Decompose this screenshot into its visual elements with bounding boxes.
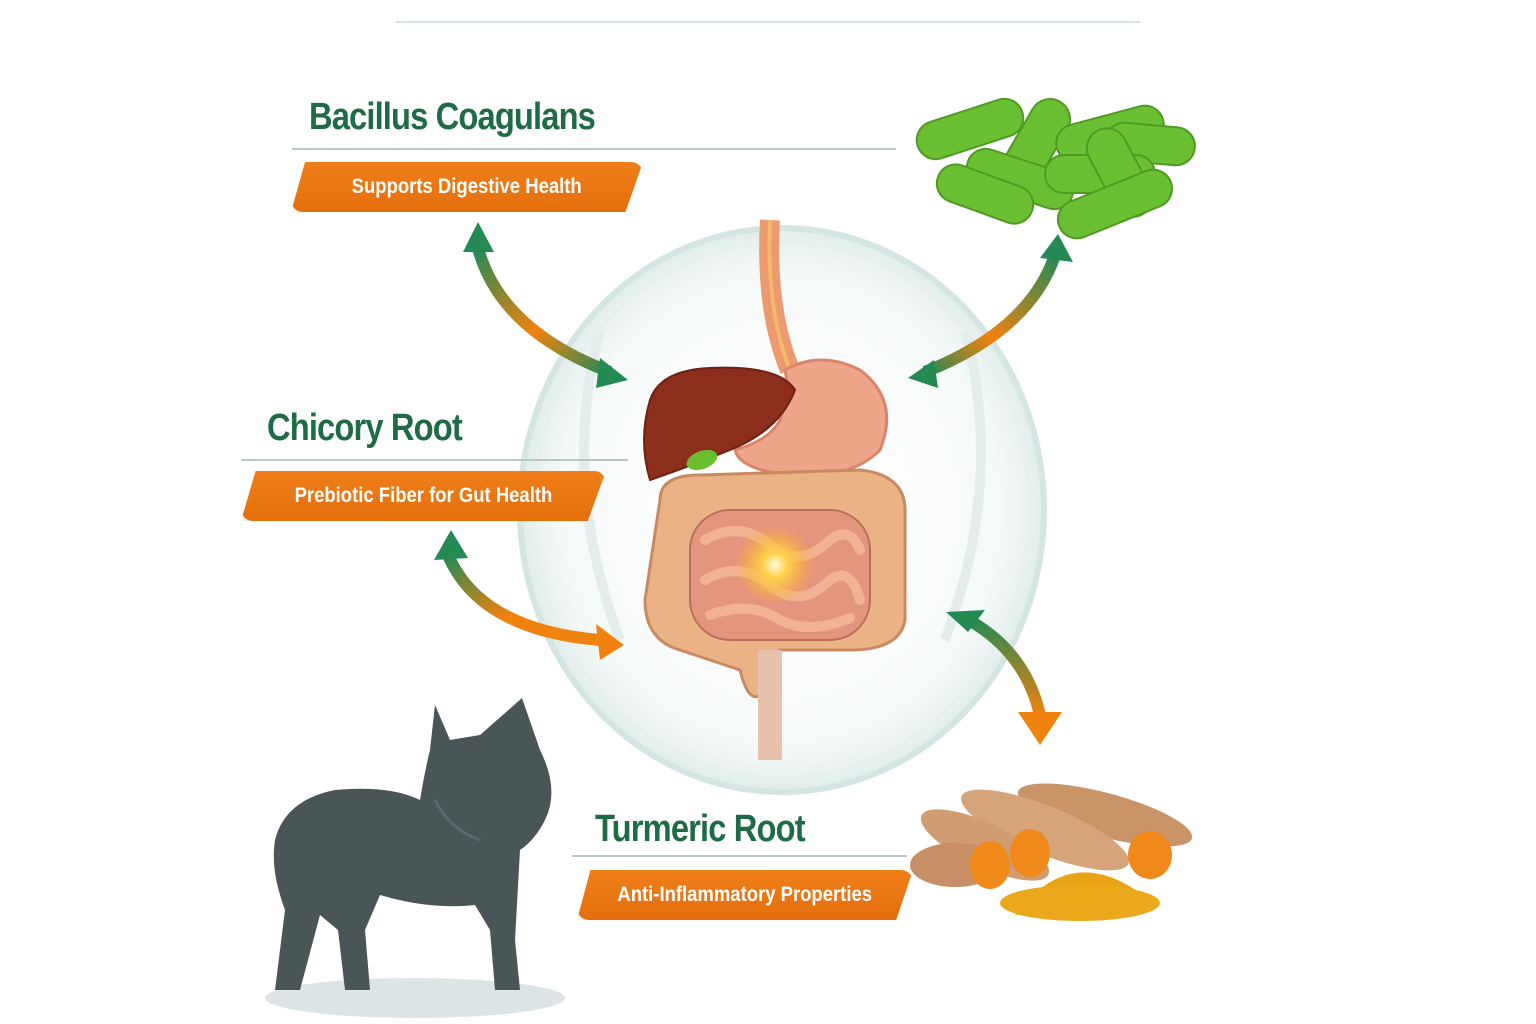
benefit-badge-prebiotic-fiber: Prebiotic Fiber for Gut Health	[241, 471, 606, 521]
benefit-badge-anti-inflammatory: Anti-Inflammatory Properties	[577, 870, 913, 920]
digestive-system-illustration	[643, 219, 907, 760]
french-bulldog-silhouette	[265, 698, 565, 1018]
benefit-label: Supports Digestive Health	[351, 175, 583, 198]
ingredient-divider	[572, 855, 907, 857]
benefit-badge-digestive-health: Supports Digestive Health	[291, 162, 643, 212]
probiotic-capsules-image	[915, 97, 1196, 240]
double-arrow-icon	[463, 222, 628, 388]
ingredient-divider	[292, 148, 896, 150]
double-arrow-icon	[946, 610, 1062, 745]
top-divider	[396, 21, 1140, 23]
ingredient-title-turmeric-root: Turmeric Root	[595, 808, 806, 850]
turmeric-roots-image	[910, 783, 1193, 921]
benefit-label: Anti-Inflammatory Properties	[617, 883, 873, 906]
ingredient-title-bacillus-coagulans: Bacillus Coagulans	[309, 96, 596, 138]
double-arrow-icon	[908, 234, 1073, 388]
ingredient-title-chicory-root: Chicory Root	[267, 407, 463, 449]
ingredient-divider	[241, 459, 628, 461]
benefit-label: Prebiotic Fiber for Gut Health	[294, 484, 553, 507]
double-arrow-icon	[434, 530, 624, 660]
